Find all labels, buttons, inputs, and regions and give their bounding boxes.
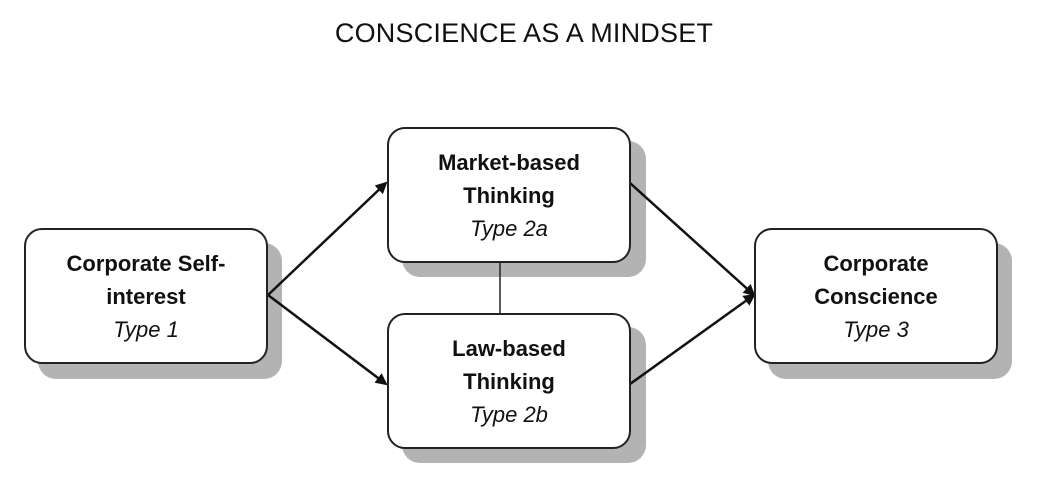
node-law-name-line1: Law-based bbox=[452, 335, 566, 361]
arrow-law-to-conscience bbox=[629, 293, 756, 386]
node-corporate-self-interest: Corporate Self- interest Type 1 bbox=[24, 228, 268, 364]
arrow-self-to-law bbox=[267, 294, 388, 386]
node-conscience-name-line2: Conscience bbox=[814, 283, 938, 309]
node-conscience-type: Type 3 bbox=[843, 316, 909, 342]
node-market-based-thinking: Market-based Thinking Type 2a bbox=[387, 127, 631, 263]
node-market-type: Type 2a bbox=[470, 215, 548, 241]
node-corporate-conscience: Corporate Conscience Type 3 bbox=[754, 228, 998, 364]
diagram-title: CONSCIENCE AS A MINDSET bbox=[334, 18, 714, 48]
node-law-type: Type 2b bbox=[470, 401, 548, 427]
arrow-market-to-conscience bbox=[629, 182, 756, 297]
node-self-interest-name-line2: interest bbox=[106, 283, 186, 309]
node-law-name-line2: Thinking bbox=[463, 368, 555, 394]
node-self-interest-type: Type 1 bbox=[113, 316, 179, 342]
node-law-based-thinking: Law-based Thinking Type 2b bbox=[387, 313, 631, 449]
node-self-interest-name-line1: Corporate Self- bbox=[66, 250, 226, 276]
node-market-name-line1: Market-based bbox=[438, 149, 580, 175]
arrow-self-to-market bbox=[267, 181, 388, 296]
node-market-name-line2: Thinking bbox=[463, 182, 555, 208]
node-conscience-name-line1: Corporate bbox=[823, 250, 929, 276]
